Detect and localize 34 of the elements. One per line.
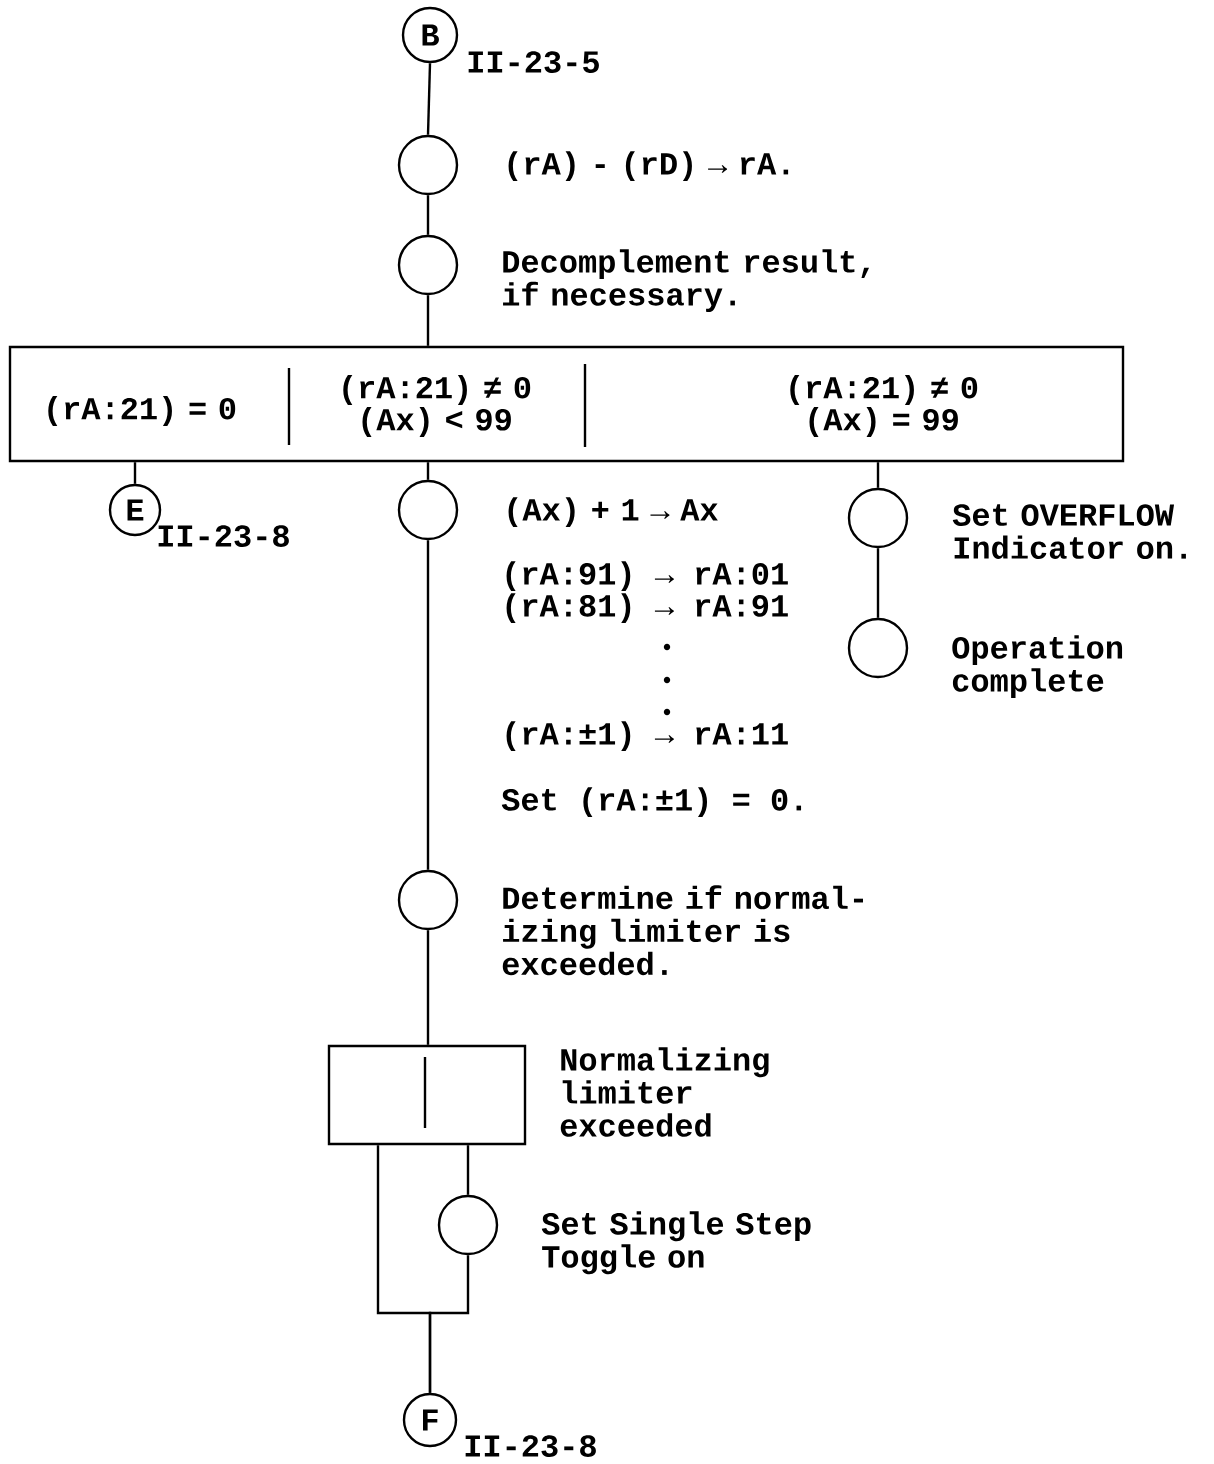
- flow-line: [426, 462, 430, 480]
- process-circle: [847, 617, 909, 679]
- step-description: (rA) - (rD) → rA.: [508, 151, 789, 182]
- flow-line: [426, 63, 432, 135]
- flow-line: [133, 462, 137, 484]
- transfer-statement: (rA:91) → rA:01: [506, 561, 788, 592]
- decision-box: [327, 1044, 527, 1146]
- decision-box: (rA:21) = 0 (rA:21) ≠ 0 (Ax) < 99 (rA:21) ≠ 0 (Ax) = 99: [8, 345, 1125, 463]
- transfer-statement: (rA:81) → rA:91: [506, 593, 788, 624]
- step-description: Operation complete: [952, 635, 1123, 699]
- process-circle: [397, 869, 459, 931]
- page-reference: II-23-8: [465, 1435, 596, 1457]
- process-circle: [397, 134, 459, 196]
- flow-line: [876, 462, 880, 488]
- transfer-statement: (rA:±1) → rA:11: [506, 721, 788, 752]
- process-circle: [397, 479, 459, 541]
- step-description: (Ax) + 1 → Ax: [508, 497, 718, 528]
- flow-line: [466, 1145, 470, 1195]
- process-circle: [847, 487, 909, 549]
- process-circle: [397, 234, 459, 296]
- step-description: Normalizing limiter exceeded: [560, 1047, 769, 1137]
- flow-line: [426, 195, 430, 235]
- step-description: Decomplement result, if necessary.: [503, 249, 870, 313]
- flow-line: [428, 1255, 470, 1393]
- flow-line: [876, 548, 880, 618]
- flow-line: [426, 540, 430, 870]
- step-description: Set OVERFLOW Indicator on.: [952, 504, 1186, 559]
- step-description: Set Single Step Toggle on: [541, 1211, 811, 1275]
- process-circle: [437, 1194, 499, 1256]
- page-reference: II-23-5: [468, 51, 599, 73]
- flow-line: [426, 295, 430, 346]
- flow-line: [426, 930, 430, 1045]
- transfer-statement: Set (rA:±1) = 0.: [501, 787, 802, 818]
- step-description: Determine if normal- izing limiter is exceeded.: [502, 885, 864, 976]
